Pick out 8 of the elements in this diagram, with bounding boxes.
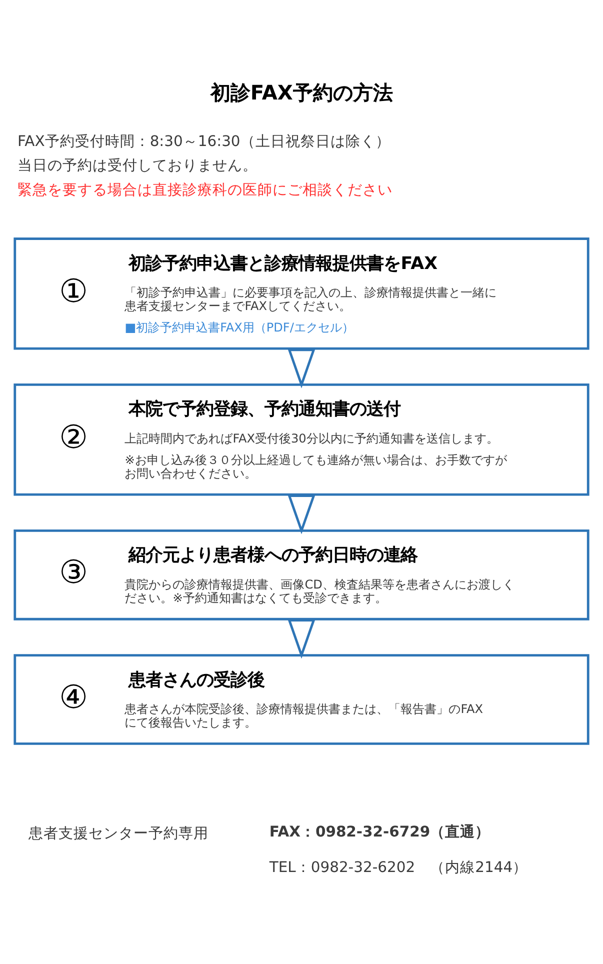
label: FAX：0982-32-6729（直通） <box>269 822 490 840</box>
label: 当日の予約は受付しておりません。 <box>18 156 258 174</box>
node-box: ④ 患者さんの受診後 患者さんが本院受診後、診療情報提供書または、「報告書」のFAXにて後報告いたします。 <box>14 654 590 744</box>
label: TEL：0982-32-6202 （内線2144） <box>269 858 528 876</box>
label: FAX予約受付時間：8:30～16:30（土日祝祭日は除く） <box>18 132 390 150</box>
label: 緊急を要する場合は直接診療科の医師にご相談ください <box>18 180 393 198</box>
diagram-title: 初診FAX予約の方法 <box>210 80 393 104</box>
label: 患者支援センター予約専用 <box>28 824 208 842</box>
